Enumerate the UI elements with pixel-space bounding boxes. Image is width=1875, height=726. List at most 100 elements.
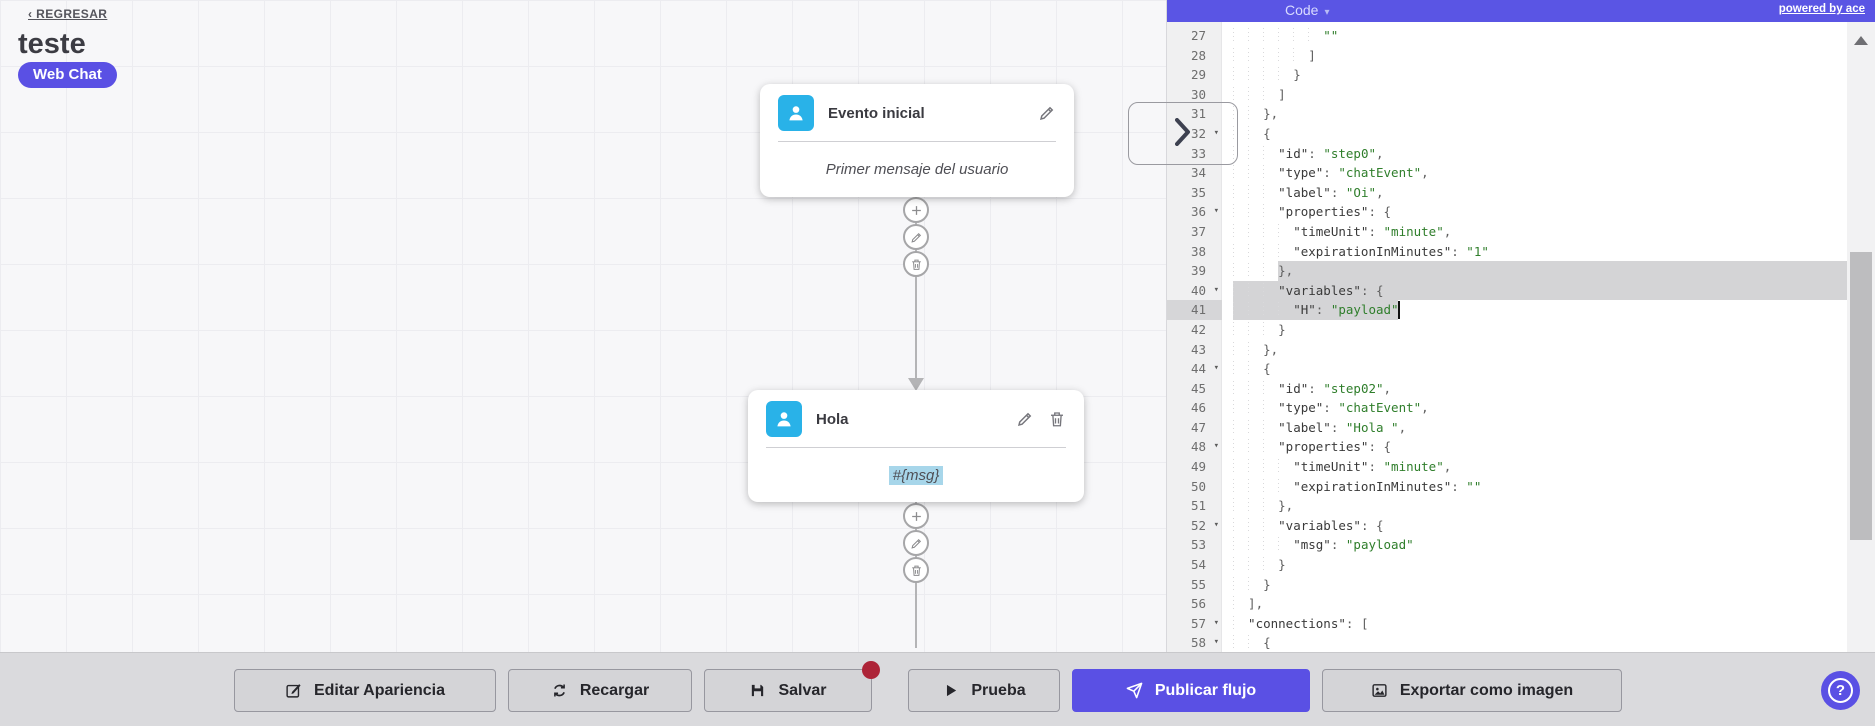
fold-caret-icon[interactable]: ▾ [1213, 617, 1219, 628]
code-line[interactable]: 41"H": "payload" [1167, 300, 1847, 320]
channel-badge: Web Chat [18, 62, 117, 88]
image-icon [1371, 682, 1388, 699]
recargar-button[interactable]: Recargar [508, 669, 692, 712]
user-avatar-icon [766, 401, 802, 437]
code-line[interactable]: 30] [1167, 84, 1847, 105]
line-number: 35 [1190, 184, 1206, 200]
fold-caret-icon[interactable]: ▾ [1213, 284, 1219, 295]
code-line[interactable]: 47"label": "Hola ", [1167, 417, 1847, 438]
pencil-icon[interactable] [1016, 410, 1034, 428]
save-icon [749, 682, 766, 699]
fold-caret-icon[interactable]: ▾ [1213, 441, 1219, 452]
connector-pencil-icon[interactable] [903, 530, 929, 556]
line-number: 41 [1190, 302, 1206, 318]
code-line[interactable]: 48▾"properties": { [1167, 437, 1847, 458]
code-line[interactable]: 28] [1167, 45, 1847, 66]
code-line[interactable]: 45"id": "step02", [1167, 378, 1847, 399]
line-number: 49 [1190, 459, 1206, 475]
connector-trash-icon[interactable] [903, 557, 929, 583]
button-label: Salvar [778, 681, 827, 699]
line-number: 29 [1190, 67, 1206, 83]
node-hola[interactable]: Hola #{msg} [748, 390, 1084, 502]
code-line[interactable]: 53"msg": "payload" [1167, 535, 1847, 556]
code-line[interactable]: 44▾{ [1167, 359, 1847, 379]
code-line[interactable]: 49"timeUnit": "minute", [1167, 457, 1847, 477]
salvar-button[interactable]: Salvar [704, 661, 880, 712]
scroll-up-icon[interactable] [1854, 36, 1868, 45]
fold-caret-icon[interactable]: ▾ [1213, 363, 1219, 374]
line-number: 50 [1190, 478, 1206, 494]
line-number: 54 [1190, 557, 1206, 573]
powered-by-ace-link[interactable]: powered by ace [1778, 3, 1865, 15]
trash-icon[interactable] [1048, 410, 1066, 428]
line-number: 57▾ [1167, 614, 1222, 634]
code-line[interactable]: 50"expirationInMinutes": "" [1167, 476, 1847, 497]
code-line[interactable]: 32▾{ [1167, 123, 1847, 144]
code-line[interactable]: 37"timeUnit": "minute", [1167, 221, 1847, 242]
code-line[interactable]: 39}, [1167, 261, 1847, 281]
line-number: 45 [1190, 380, 1206, 396]
code-line[interactable]: 43}, [1167, 339, 1847, 360]
pencil-icon[interactable] [1038, 104, 1056, 122]
code-panel: 27""28]29}30]31},32▾{33"id": "step0",34"… [1166, 0, 1875, 652]
code-mode-dropdown[interactable]: Code▾ [1285, 2, 1330, 18]
code-line[interactable]: 58▾{ [1167, 633, 1847, 652]
help-button[interactable]: ? [1821, 671, 1860, 710]
code-line[interactable]: 36▾"properties": { [1167, 202, 1847, 222]
line-number: 58▾ [1167, 633, 1222, 652]
connector-pencil-icon[interactable] [903, 224, 929, 250]
fold-caret-icon[interactable]: ▾ [1213, 637, 1219, 648]
editor-scrollbar[interactable] [1847, 22, 1875, 652]
connector-trash-icon[interactable] [903, 251, 929, 277]
prueba-button[interactable]: Prueba [908, 669, 1060, 712]
panel-collapse-handle[interactable] [1128, 102, 1238, 165]
code-line[interactable]: 42} [1167, 319, 1847, 340]
connector-plus-icon[interactable] [903, 503, 929, 529]
code-line[interactable]: 54} [1167, 555, 1847, 575]
ace-editor[interactable]: 27""28]29}30]31},32▾{33"id": "step0",34"… [1167, 22, 1875, 652]
code-line[interactable]: 40▾"variables": { [1167, 280, 1847, 301]
button-label: Publicar flujo [1154, 681, 1257, 699]
bottom-toolbar: Editar Apariencia Recargar Salvar Prueba Pub… [0, 652, 1875, 726]
code-line[interactable]: 57▾"connections": [ [1167, 613, 1847, 634]
refresh-icon [551, 682, 568, 699]
back-link[interactable]: ‹ REGRESAR [28, 7, 108, 21]
line-number: 31 [1190, 106, 1206, 122]
editor-gutter [1167, 22, 1222, 652]
flow-canvas[interactable]: ‹ REGRESAR teste Web Chat Evento inicial… [0, 0, 1166, 652]
code-line[interactable]: 55} [1167, 574, 1847, 595]
code-panel-header: Code▾ powered by ace [1167, 0, 1875, 22]
scrollbar-thumb[interactable] [1850, 252, 1872, 540]
editar-apariencia-button[interactable]: Editar Apariencia [234, 669, 496, 712]
node-evento-inicial[interactable]: Evento inicial Primer mensaje del usuari… [760, 84, 1074, 197]
exportar-como-imagen-button[interactable]: Exportar como imagen [1322, 669, 1622, 712]
code-line[interactable]: 27"" [1167, 26, 1847, 46]
unsaved-changes-badge [862, 661, 880, 679]
play-icon [942, 682, 959, 699]
fold-caret-icon[interactable]: ▾ [1213, 127, 1219, 138]
button-label: Exportar como imagen [1399, 681, 1574, 699]
code-line[interactable]: 51}, [1167, 496, 1847, 516]
code-line[interactable]: 34"type": "chatEvent", [1167, 163, 1847, 183]
code-line[interactable]: 29} [1167, 65, 1847, 85]
line-number: 28 [1190, 47, 1206, 63]
text-selection [1278, 261, 1848, 281]
code-line[interactable]: 56], [1167, 594, 1847, 614]
code-line[interactable]: 38"expirationInMinutes": "1" [1167, 241, 1847, 262]
button-label: Recargar [579, 681, 650, 699]
fold-caret-icon[interactable]: ▾ [1213, 206, 1219, 217]
line-number: 48▾ [1167, 437, 1222, 457]
code-line[interactable]: 52▾"variables": { [1167, 515, 1847, 536]
connector-plus-icon[interactable] [903, 197, 929, 223]
code-line[interactable]: 31}, [1167, 104, 1847, 124]
line-number: 33 [1190, 145, 1206, 161]
code-line[interactable]: 46"type": "chatEvent", [1167, 398, 1847, 418]
node-divider [778, 141, 1056, 142]
line-number: 51 [1190, 498, 1206, 514]
text-selection [1233, 280, 1848, 301]
line-number: 53 [1190, 537, 1206, 553]
code-line[interactable]: 33"id": "step0", [1167, 143, 1847, 164]
publicar-flujo-button[interactable]: Publicar flujo [1072, 669, 1310, 712]
fold-caret-icon[interactable]: ▾ [1213, 519, 1219, 530]
code-line[interactable]: 35"label": "Oi", [1167, 182, 1847, 203]
